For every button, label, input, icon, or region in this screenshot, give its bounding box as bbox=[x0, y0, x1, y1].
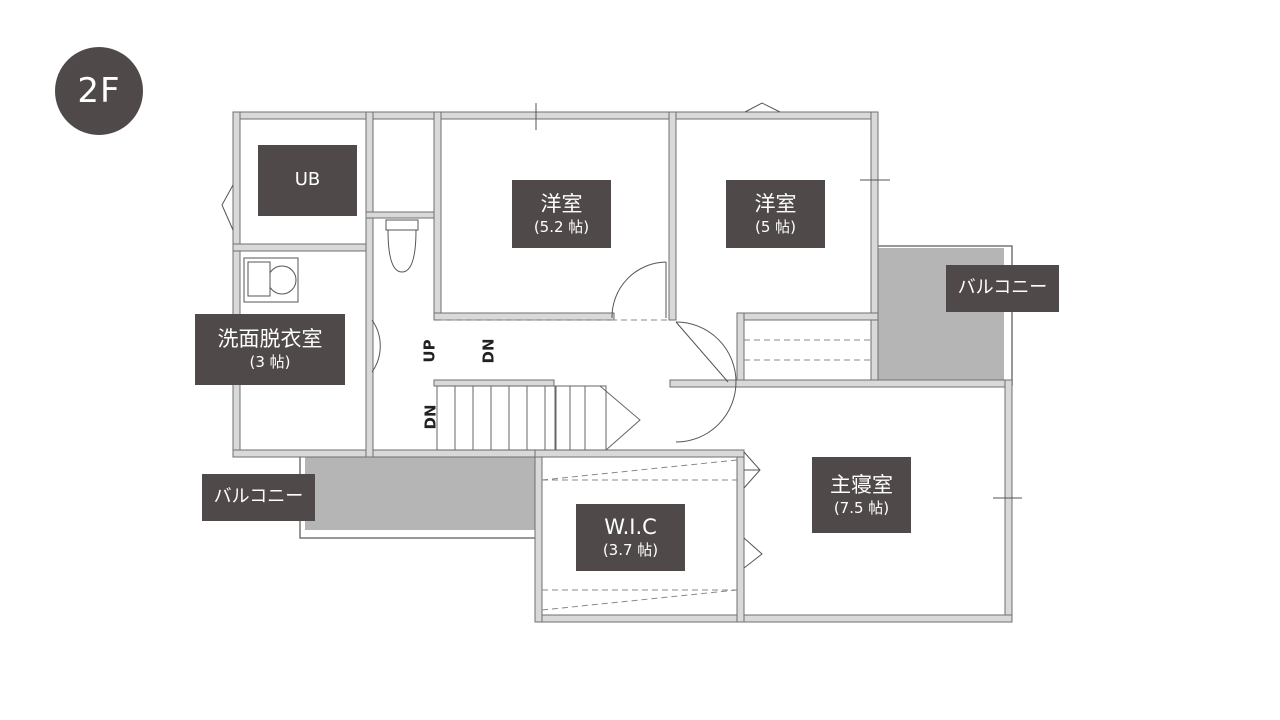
room-label-balcony-right: バルコニー bbox=[946, 265, 1059, 312]
washing-machine bbox=[243, 257, 299, 303]
room-name: 洋室 bbox=[540, 191, 583, 216]
room-size: (7.5 帖) bbox=[833, 498, 890, 517]
room-size: (5.2 帖) bbox=[533, 217, 590, 236]
room-name: UB bbox=[294, 169, 321, 191]
room-name: バルコニー bbox=[957, 277, 1048, 299]
stair-up-label: UP bbox=[420, 339, 439, 363]
room-name: 洋室 bbox=[754, 191, 797, 216]
room-label-washroom: 洗面脱衣室 (3 帖) bbox=[195, 314, 345, 385]
room-label-western2: 洋室 (5 帖) bbox=[726, 180, 825, 248]
floor-label: 2F bbox=[77, 71, 121, 111]
dashed-guides bbox=[441, 319, 871, 611]
door-swings bbox=[371, 261, 763, 569]
room-label-master: 主寝室 (7.5 帖) bbox=[812, 457, 911, 533]
room-name: 洗面脱衣室 bbox=[217, 327, 323, 352]
room-label-western1: 洋室 (5.2 帖) bbox=[512, 180, 611, 248]
room-label-wic: W.I.C (3.7 帖) bbox=[576, 504, 685, 571]
room-label-ub: UB bbox=[258, 145, 357, 216]
stair-dn-label-2: DN bbox=[421, 404, 440, 430]
room-size: (5 帖) bbox=[754, 217, 797, 236]
window-marks bbox=[221, 102, 1022, 499]
room-size: (3 帖) bbox=[249, 353, 291, 372]
balcony-left-floor bbox=[305, 455, 537, 530]
walls bbox=[232, 111, 1013, 623]
toilet-fixture bbox=[385, 219, 419, 273]
room-name: W.I.C bbox=[604, 515, 657, 540]
stair-dn-label-1: DN bbox=[479, 338, 498, 364]
room-name: バルコニー bbox=[213, 486, 304, 508]
staircase bbox=[436, 385, 641, 451]
room-name: 主寝室 bbox=[830, 472, 893, 497]
balcony-right-rail bbox=[878, 245, 1013, 386]
room-size: (3.7 帖) bbox=[602, 541, 659, 560]
room-label-balcony-left: バルコニー bbox=[202, 474, 315, 521]
floor-badge: 2F bbox=[55, 47, 143, 135]
